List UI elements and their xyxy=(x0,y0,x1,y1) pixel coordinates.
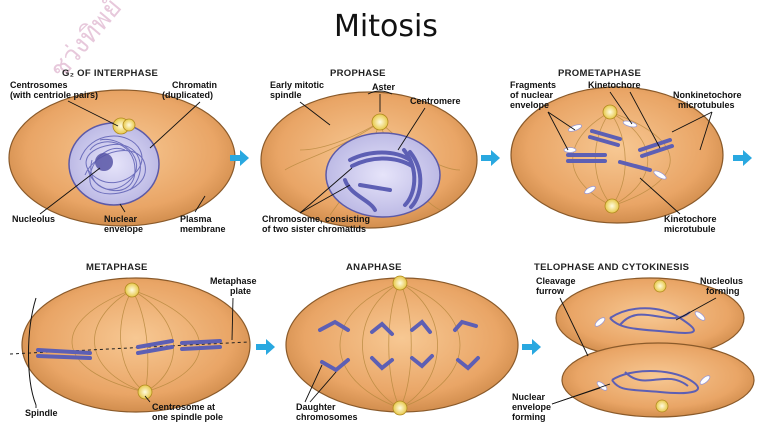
svg-text:Cleavage: Cleavage xyxy=(536,276,576,286)
panel-telophase: TELOPHASE AND CYTOKINESIS Cleavage furro… xyxy=(512,262,754,422)
svg-text:Centrosomes: Centrosomes xyxy=(10,80,68,90)
label-aster: Aster xyxy=(372,82,396,92)
svg-text:Spindle: Spindle xyxy=(25,408,58,418)
svg-text:Centromere: Centromere xyxy=(410,96,461,106)
svg-text:Nucleolus: Nucleolus xyxy=(700,276,743,286)
arrow-right-icon xyxy=(256,339,275,355)
label-spindle: Spindle xyxy=(25,408,58,418)
panel-heading: G₂ OF INTERPHASE xyxy=(62,68,158,79)
svg-text:chromosomes: chromosomes xyxy=(296,412,358,422)
svg-text:envelope: envelope xyxy=(512,402,551,412)
panel-g2-interphase: G₂ OF INTERPHASE Centrosomes (with centr… xyxy=(9,68,235,234)
svg-text:Kinetochore: Kinetochore xyxy=(664,214,717,224)
label-chromatin: Chromatin (duplicated) xyxy=(162,80,217,100)
panel-prometaphase: PROMETAPHASE xyxy=(510,68,742,234)
label-nucleolus: Nucleolus xyxy=(12,214,55,224)
cell-body xyxy=(286,278,518,412)
label-chromosome: Chromosome, consisting of two sister chr… xyxy=(262,214,370,234)
label-cleavage: Cleavage furrow xyxy=(536,276,576,296)
label-plate: Metaphase plate xyxy=(210,276,257,296)
nucleolus xyxy=(95,153,113,171)
svg-text:microtubule: microtubule xyxy=(664,224,716,234)
svg-text:Centrosome at: Centrosome at xyxy=(152,402,215,412)
label-envelope-forming: Nuclear envelope forming xyxy=(512,392,551,422)
svg-text:of nuclear: of nuclear xyxy=(510,90,554,100)
svg-text:envelope: envelope xyxy=(104,224,143,234)
svg-text:(duplicated): (duplicated) xyxy=(162,90,213,100)
nucleus xyxy=(69,123,159,205)
panel-heading: ANAPHASE xyxy=(346,262,402,273)
arrow-right-icon xyxy=(522,339,541,355)
svg-text:Nonkinetochore: Nonkinetochore xyxy=(673,90,742,100)
label-nucleolus-forming: Nucleolus forming xyxy=(700,276,743,296)
label-kinetochore: Kinetochore xyxy=(588,80,641,90)
svg-text:forming: forming xyxy=(706,286,740,296)
label-centrosome-pole: Centrosome at one spindle pole xyxy=(152,402,223,422)
panel-anaphase: ANAPHASE Daughter chromosomes xyxy=(286,262,518,422)
svg-text:one spindle pole: one spindle pole xyxy=(152,412,223,422)
svg-text:membrane: membrane xyxy=(180,224,226,234)
aster-centrosome xyxy=(372,114,388,130)
label-centromere: Centromere xyxy=(410,96,461,106)
label-centrosomes: Centrosomes (with centriole pairs) xyxy=(10,80,98,100)
arrow-right-icon xyxy=(733,150,752,166)
svg-text:Aster: Aster xyxy=(372,82,396,92)
panel-prophase: PROPHASE Early mitotic spindle Aster xyxy=(261,68,477,234)
svg-text:Early mitotic: Early mitotic xyxy=(270,80,324,90)
svg-text:of two sister chromatids: of two sister chromatids xyxy=(262,224,366,234)
svg-text:envelope: envelope xyxy=(510,100,549,110)
nucleus xyxy=(326,133,440,217)
svg-text:Fragments: Fragments xyxy=(510,80,556,90)
label-nonkinetochore: Nonkinetochore microtubules xyxy=(673,90,742,110)
panel-heading: PROMETAPHASE xyxy=(558,68,641,79)
panel-metaphase: METAPHASE Metaphase plate xyxy=(10,262,257,422)
label-kinetochore-mt: Kinetochore microtubule xyxy=(664,214,717,234)
panel-heading: TELOPHASE AND CYTOKINESIS xyxy=(534,262,689,273)
label-plasma-membrane: Plasma membrane xyxy=(180,214,226,234)
svg-text:furrow: furrow xyxy=(536,286,565,296)
svg-text:spindle: spindle xyxy=(270,90,302,100)
svg-text:forming: forming xyxy=(512,412,546,422)
svg-text:Plasma: Plasma xyxy=(180,214,213,224)
label-early-spindle: Early mitotic spindle xyxy=(270,80,324,100)
panel-heading: METAPHASE xyxy=(86,262,148,273)
svg-text:(with centriole pairs): (with centriole pairs) xyxy=(10,90,98,100)
svg-text:Daughter: Daughter xyxy=(296,402,336,412)
svg-text:Metaphase: Metaphase xyxy=(210,276,257,286)
svg-text:Chromatin: Chromatin xyxy=(172,80,217,90)
svg-text:Nuclear: Nuclear xyxy=(512,392,546,402)
svg-text:microtubules: microtubules xyxy=(678,100,735,110)
svg-text:Nucleolus: Nucleolus xyxy=(12,214,55,224)
svg-text:Nuclear: Nuclear xyxy=(104,214,138,224)
svg-text:Kinetochore: Kinetochore xyxy=(588,80,641,90)
page-title: Mitosis xyxy=(334,9,438,44)
arrow-right-icon xyxy=(481,150,500,166)
svg-text:plate: plate xyxy=(230,286,251,296)
panel-heading: PROPHASE xyxy=(330,68,386,79)
svg-text:Chromosome, consisting: Chromosome, consisting xyxy=(262,214,370,224)
